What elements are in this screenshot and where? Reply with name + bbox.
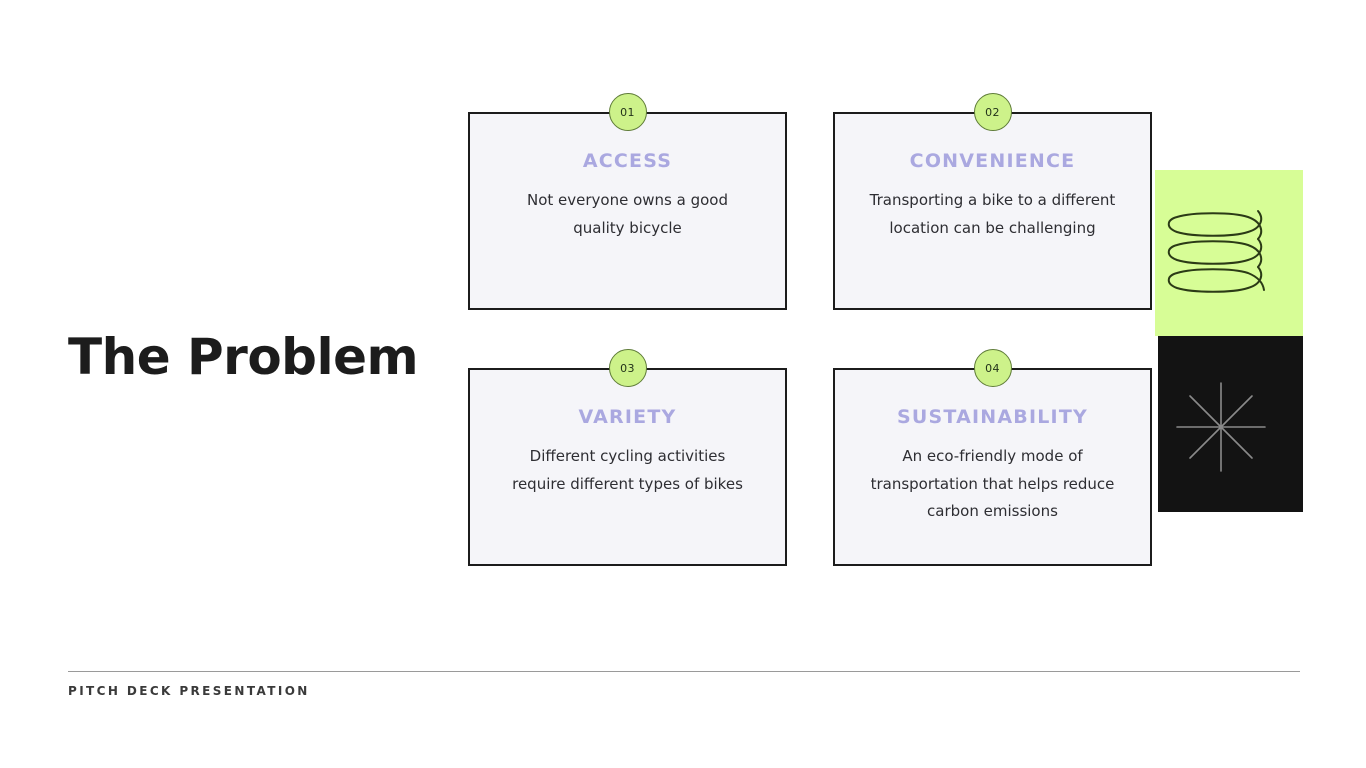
footer-label: PITCH DECK PRESENTATION: [68, 684, 310, 698]
asterisk-star-icon: [1176, 382, 1266, 472]
card-heading: ACCESS: [582, 150, 673, 172]
card-row-top: ACCESS Not everyone owns a good quality …: [468, 93, 1153, 310]
problem-card-convenience[interactable]: CONVENIENCE Transporting a bike to a dif…: [833, 112, 1152, 310]
card-number-badge: 02: [973, 93, 1012, 131]
card-wrapper-03: VARIETY Different cycling activities req…: [468, 349, 787, 566]
decoration-black-square: [1158, 336, 1303, 512]
card-body-text: Different cycling activities require dif…: [512, 446, 743, 493]
problem-card-access[interactable]: ACCESS Not everyone owns a good quality …: [468, 112, 787, 310]
problem-card-sustainability[interactable]: SUSTAINABILITY An eco-friendly mode of t…: [833, 368, 1152, 566]
card-heading: VARIETY: [578, 406, 677, 428]
card-wrapper-04: SUSTAINABILITY An eco-friendly mode of t…: [833, 349, 1152, 566]
card-heading: SUSTAINABILITY: [897, 406, 1088, 428]
card-body-text: Transporting a bike to a different locat…: [869, 190, 1116, 237]
card-number-badge: 03: [608, 349, 647, 387]
footer-divider: [68, 671, 1300, 672]
decoration-green-square: [1155, 170, 1303, 336]
card-wrapper-02: CONVENIENCE Transporting a bike to a dif…: [833, 93, 1152, 310]
card-body-text: An eco-friendly mode of transportation t…: [870, 446, 1115, 521]
card-body-text: Not everyone owns a good quality bicycle: [527, 190, 728, 237]
card-number-badge: 04: [973, 349, 1012, 387]
card-wrapper-01: ACCESS Not everyone owns a good quality …: [468, 93, 787, 310]
spiral-coil-icon: [1167, 210, 1265, 293]
page-title: The Problem: [68, 327, 419, 386]
card-number-badge: 01: [608, 93, 647, 131]
card-row-bottom: VARIETY Different cycling activities req…: [468, 349, 1153, 566]
problem-card-variety[interactable]: VARIETY Different cycling activities req…: [468, 368, 787, 566]
card-heading: CONVENIENCE: [909, 150, 1076, 172]
problem-card-grid: ACCESS Not everyone owns a good quality …: [468, 93, 1153, 566]
